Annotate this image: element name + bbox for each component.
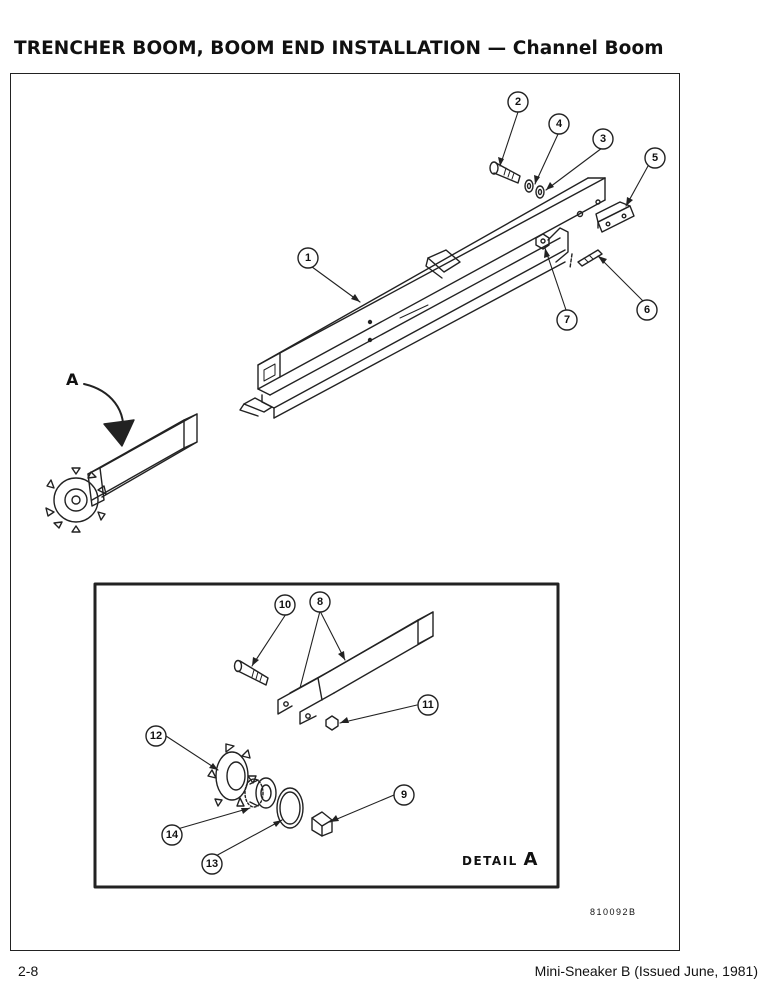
callout-5-label: 5 — [652, 152, 658, 164]
callout-10-label: 10 — [279, 599, 291, 611]
callout-12 — [145, 725, 167, 747]
callout-8 — [309, 591, 331, 613]
callout-5 — [644, 147, 666, 169]
washer-part — [524, 179, 545, 199]
callout-9-label: 9 — [401, 789, 407, 801]
callout-1 — [297, 247, 319, 269]
callout-8-label: 8 — [317, 596, 323, 608]
boom-end-part — [277, 611, 434, 725]
cap-screw-part — [569, 249, 603, 269]
detail-caption-letter: A — [523, 849, 538, 870]
callout-14-label: 14 — [166, 829, 179, 841]
detail-a-caption: DETAIL A — [462, 849, 537, 870]
illustration-frame — [10, 73, 680, 951]
nut-part — [535, 233, 550, 250]
callout-9 — [393, 784, 415, 806]
view-a-label: A — [66, 370, 79, 389]
bearing-part — [244, 777, 277, 809]
callout-7-label: 7 — [564, 314, 570, 326]
callout-4 — [548, 113, 570, 135]
channel-boom-part — [239, 177, 606, 419]
callout-3-label: 3 — [600, 133, 606, 145]
detail-nut-part — [325, 715, 339, 731]
callout-2-label: 2 — [515, 96, 521, 108]
callout-6 — [636, 299, 658, 321]
callout-1-label: 1 — [305, 252, 311, 264]
bolt-part — [489, 161, 521, 184]
callout-13 — [201, 853, 223, 875]
callout-13-label: 13 — [206, 858, 218, 870]
detail-bolt-part — [233, 659, 269, 686]
key-part — [311, 811, 333, 837]
boom-end-assembly — [45, 413, 198, 533]
callout-14 — [161, 824, 183, 846]
callout-11 — [417, 694, 439, 716]
callout-4-label: 4 — [556, 118, 563, 130]
callout-3 — [592, 128, 614, 150]
callout-12-label: 12 — [150, 730, 162, 742]
callout-6-label: 6 — [644, 304, 650, 316]
drawing-number: 810092B — [590, 907, 637, 917]
block-part — [595, 201, 635, 233]
callout-10 — [274, 594, 296, 616]
detail-a-frame — [93, 582, 560, 889]
publication-footer: Mini-Sneaker B (Issued June, 1981) — [534, 963, 758, 979]
callout-7 — [556, 309, 578, 331]
ring-part — [276, 787, 304, 829]
detail-caption-word: DETAIL — [462, 854, 518, 868]
callout-11-label: 11 — [422, 699, 434, 711]
page-title: TRENCHER BOOM, BOOM END INSTALLATION — C… — [14, 38, 664, 59]
page-number: 2-8 — [18, 963, 39, 979]
callout-2 — [507, 91, 529, 113]
sprocket-part — [207, 743, 257, 807]
